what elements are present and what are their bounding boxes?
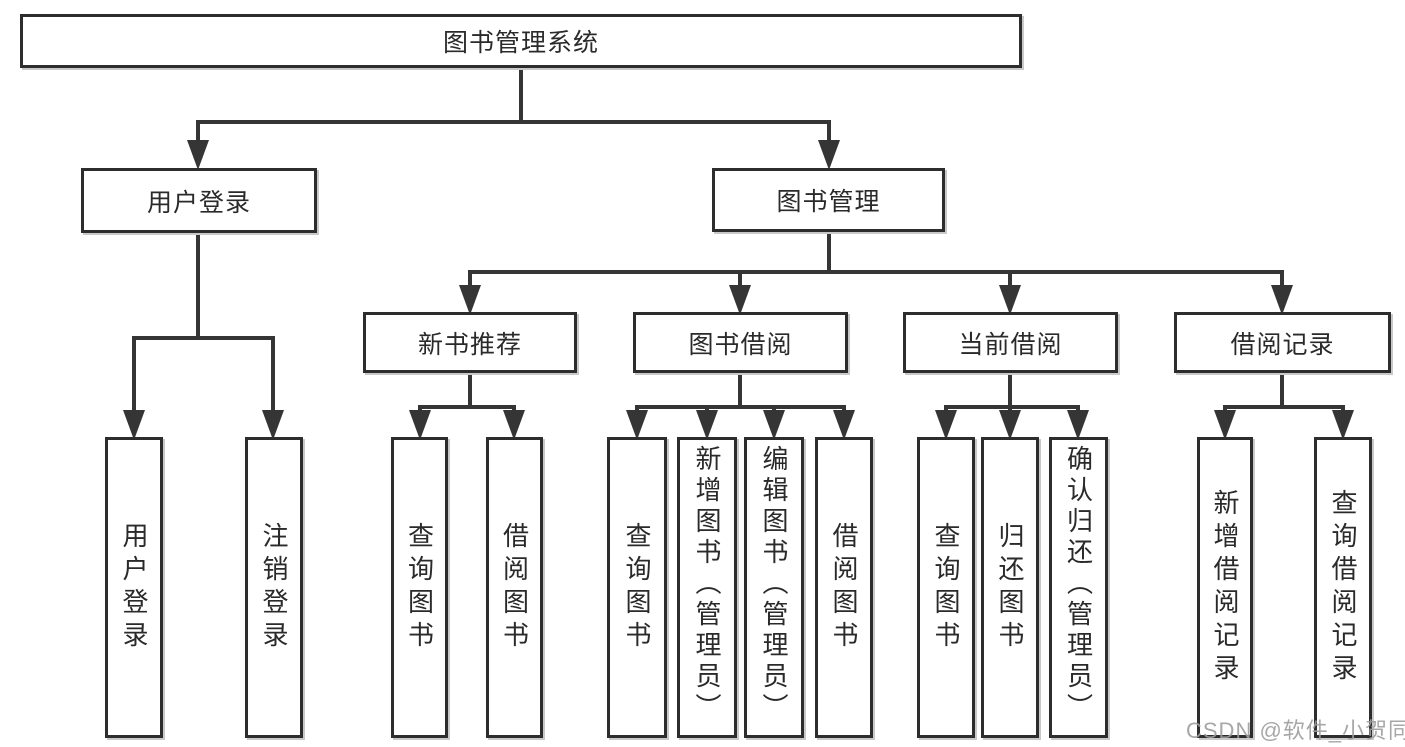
leaf-rec-query-books-label: 查询图书 — [404, 521, 435, 654]
connector-borrow-group-rail — [635, 405, 846, 409]
leaf-cur-confirm-return-label: 确认归还（管理员） — [1063, 445, 1094, 724]
leaf-bb-edit-books: 编辑图书（管理员） — [744, 437, 804, 738]
connector-drop-current-borrow — [1008, 270, 1012, 288]
leaf-bb-borrow-books: 借阅图书 — [815, 437, 873, 738]
connector-level2-rail — [196, 120, 831, 124]
connector-level3-rail — [468, 270, 1284, 274]
leaf-cur-query-books: 查询图书 — [917, 437, 975, 738]
arrowhead-icon — [262, 410, 284, 440]
leaf-rr-add-record-label: 新增借阅记录 — [1210, 488, 1240, 687]
leaf-user-login-label: 用户登录 — [119, 521, 149, 654]
node-new-book-rec: 新书推荐 — [363, 312, 577, 373]
connector-root-stub — [519, 68, 523, 122]
arrowhead-icon — [123, 410, 145, 440]
connector-drop-book-mgmt — [827, 120, 831, 148]
leaf-rec-borrow-books-label: 借阅图书 — [499, 521, 530, 654]
node-new-book-rec-label: 新书推荐 — [417, 330, 522, 359]
leaf-logout-label: 注销登录 — [259, 521, 289, 654]
arrowhead-icon — [1214, 410, 1236, 440]
arrowhead-icon — [409, 410, 431, 440]
connector-new-book-group-rail — [418, 405, 516, 409]
node-book-mgmt-label: 图书管理 — [776, 188, 881, 216]
connector-drop-rr-query — [1341, 405, 1345, 414]
node-borrow-records: 借阅记录 — [1174, 312, 1391, 373]
leaf-logout: 注销登录 — [245, 437, 303, 738]
arrowhead-icon — [626, 410, 648, 440]
arrowhead-icon — [729, 285, 751, 315]
node-current-borrow: 当前借阅 — [903, 312, 1118, 373]
connector-drop-leaf-user-login — [132, 336, 136, 413]
connector-book-mgmt-stub — [827, 232, 831, 272]
node-user-login-label: 用户登录 — [146, 188, 251, 217]
node-book-mgmt: 图书管理 — [712, 168, 945, 232]
connector-records-group-rail — [1223, 405, 1345, 409]
arrowhead-icon — [459, 285, 481, 315]
arrowhead-icon — [1332, 410, 1354, 440]
node-borrow-records-label: 借阅记录 — [1230, 330, 1335, 359]
arrowhead-icon — [935, 410, 957, 440]
connector-drop-bb-query — [635, 405, 639, 414]
arrowhead-icon — [696, 410, 718, 440]
connector-user-login-stub — [196, 233, 200, 338]
leaf-rec-query-books: 查询图书 — [391, 437, 448, 738]
connector-drop-leaf-logout — [271, 336, 275, 413]
node-book-borrow-label: 图书借阅 — [688, 330, 793, 359]
arrowhead-icon — [1067, 410, 1089, 440]
connector-current-group-rail — [944, 405, 1080, 409]
node-current-borrow-label: 当前借阅 — [958, 330, 1063, 359]
node-book-borrow: 图书借阅 — [633, 312, 848, 373]
node-root: 图书管理系统 — [20, 14, 1022, 68]
arrowhead-icon — [999, 410, 1021, 440]
connector-drop-rec-borrow — [512, 405, 516, 414]
node-user-login: 用户登录 — [81, 168, 317, 233]
leaf-rr-add-record: 新增借阅记录 — [1197, 437, 1253, 738]
leaf-cur-return-books: 归还图书 — [981, 437, 1039, 738]
connector-drop-cur-query — [944, 405, 948, 414]
leaf-bb-query-books: 查询图书 — [607, 437, 667, 738]
leaf-bb-edit-books-label: 编辑图书（管理员） — [759, 445, 789, 724]
arrowhead-icon — [763, 410, 785, 440]
connector-drop-bb-borrow — [842, 405, 846, 414]
arrowhead-icon — [833, 410, 855, 440]
connector-drop-new-book-rec — [468, 270, 472, 288]
connector-drop-cur-confirm — [1076, 405, 1080, 414]
connector-drop-bb-edit — [772, 405, 776, 414]
connector-drop-bb-add — [705, 405, 709, 414]
connector-drop-user-login — [196, 120, 200, 148]
leaf-rr-query-record-label: 查询借阅记录 — [1328, 488, 1358, 687]
node-root-label: 图书管理系统 — [442, 29, 599, 57]
leaf-rec-borrow-books: 借阅图书 — [486, 437, 543, 738]
leaf-bb-add-books: 新增图书（管理员） — [677, 437, 737, 738]
arrowhead-icon — [503, 410, 525, 440]
connector-new-book-rec-stub — [468, 372, 472, 407]
leaf-bb-add-books-label: 新增图书（管理员） — [692, 445, 722, 724]
csdn-watermark: CSDN @软件_小贺同学 — [1186, 718, 1405, 743]
leaf-bb-query-books-label: 查询图书 — [622, 521, 652, 654]
connector-book-borrow-stub — [738, 372, 742, 407]
arrowhead-icon — [818, 140, 840, 170]
connector-drop-book-borrow — [738, 270, 742, 288]
arrowhead-icon — [1271, 285, 1293, 315]
arrowhead-icon — [999, 285, 1021, 315]
connector-current-borrow-stub — [1008, 372, 1012, 407]
connector-drop-rec-query — [418, 405, 422, 414]
leaf-cur-return-books-label: 归还图书 — [995, 521, 1025, 654]
leaf-cur-confirm-return: 确认归还（管理员） — [1049, 437, 1108, 738]
connector-borrow-records-stub — [1280, 372, 1284, 407]
leaf-bb-borrow-books-label: 借阅图书 — [829, 521, 859, 654]
connector-login-group-rail — [132, 336, 275, 340]
leaf-rr-query-record: 查询借阅记录 — [1314, 437, 1372, 738]
connector-drop-rr-add — [1223, 405, 1227, 414]
leaf-user-login: 用户登录 — [105, 437, 163, 738]
connector-drop-borrow-records — [1280, 270, 1284, 288]
connector-drop-cur-return — [1008, 405, 1012, 414]
leaf-cur-query-books-label: 查询图书 — [931, 521, 961, 654]
arrowhead-icon — [187, 140, 209, 170]
